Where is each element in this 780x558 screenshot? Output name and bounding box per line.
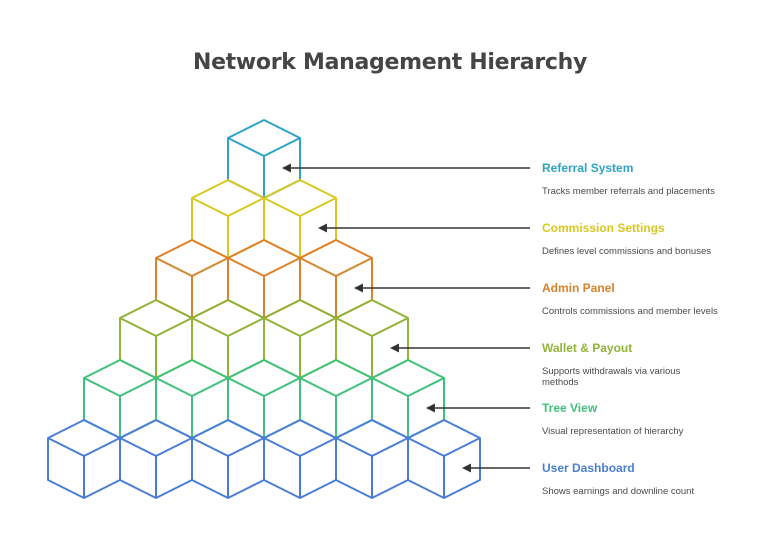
level-title: Referral System [542,161,634,175]
cube-inner-edge [155,257,229,277]
cube [191,419,265,499]
cube [407,419,481,499]
cube [119,419,193,499]
level-title: Admin Panel [542,281,615,295]
level-description: Tracks member referrals and placements [542,186,715,197]
level-label-tree-view: Tree View Visual representation of hiera… [542,401,742,437]
cube-inner-edge [191,437,265,457]
cube-inner-edge [191,197,265,217]
pointer-arrow [426,403,530,413]
pointer-arrow [354,283,530,293]
cube-inner-edge [263,197,337,217]
cube-inner-edge [299,377,373,397]
cube-inner-edge [83,377,157,397]
cube-inner-edge [299,257,373,277]
cube [47,419,121,499]
cube-inner-edge [263,317,337,337]
level-description: Shows earnings and downline count [542,486,695,497]
cube-inner-edge [263,437,337,457]
pyramid-row-5 [83,359,445,439]
cube-inner-edge [227,257,301,277]
pyramid-row-3 [155,239,373,319]
level-description: Visual representation of hierarchy [542,426,684,437]
pointer-arrow [282,163,530,173]
level-description: Controls commissions and member levels [542,306,718,317]
cube-inner-edge [335,317,409,337]
cube-inner-edge [335,437,409,457]
pointer-arrow [390,343,530,353]
level-title: User Dashboard [542,461,635,475]
pyramid-row-6 [47,419,481,499]
level-label-referral-system: Referral System Tracks member referrals … [542,161,742,197]
cube-inner-edge [227,137,301,157]
cube-inner-edge [119,437,193,457]
level-title: Commission Settings [542,221,665,235]
level-label-commission-settings: Commission Settings Defines level commis… [542,221,742,257]
pointer-arrow [318,223,530,233]
level-description: Supports withdrawals via various methods [542,366,681,388]
level-title: Tree View [542,401,598,415]
page-title: Network Management Hierarchy [192,50,588,75]
cube-inner-edge [407,437,481,457]
cube-inner-edge [191,317,265,337]
level-label-user-dashboard: User Dashboard Shows earnings and downli… [542,461,742,497]
level-label-wallet-payout: Wallet & Payout Supports withdrawals via… [542,341,742,388]
level-title: Wallet & Payout [542,341,633,355]
cube [335,419,409,499]
cube-inner-edge [119,317,193,337]
cube-inner-edge [227,377,301,397]
pointer-arrow [462,463,530,473]
level-description: Defines level commissions and bonuses [542,246,711,257]
cube-inner-edge [155,377,229,397]
cube-inner-edge [47,437,121,457]
cube [263,419,337,499]
cube-inner-edge [371,377,445,397]
level-label-admin-panel: Admin Panel Controls commissions and mem… [542,281,742,317]
